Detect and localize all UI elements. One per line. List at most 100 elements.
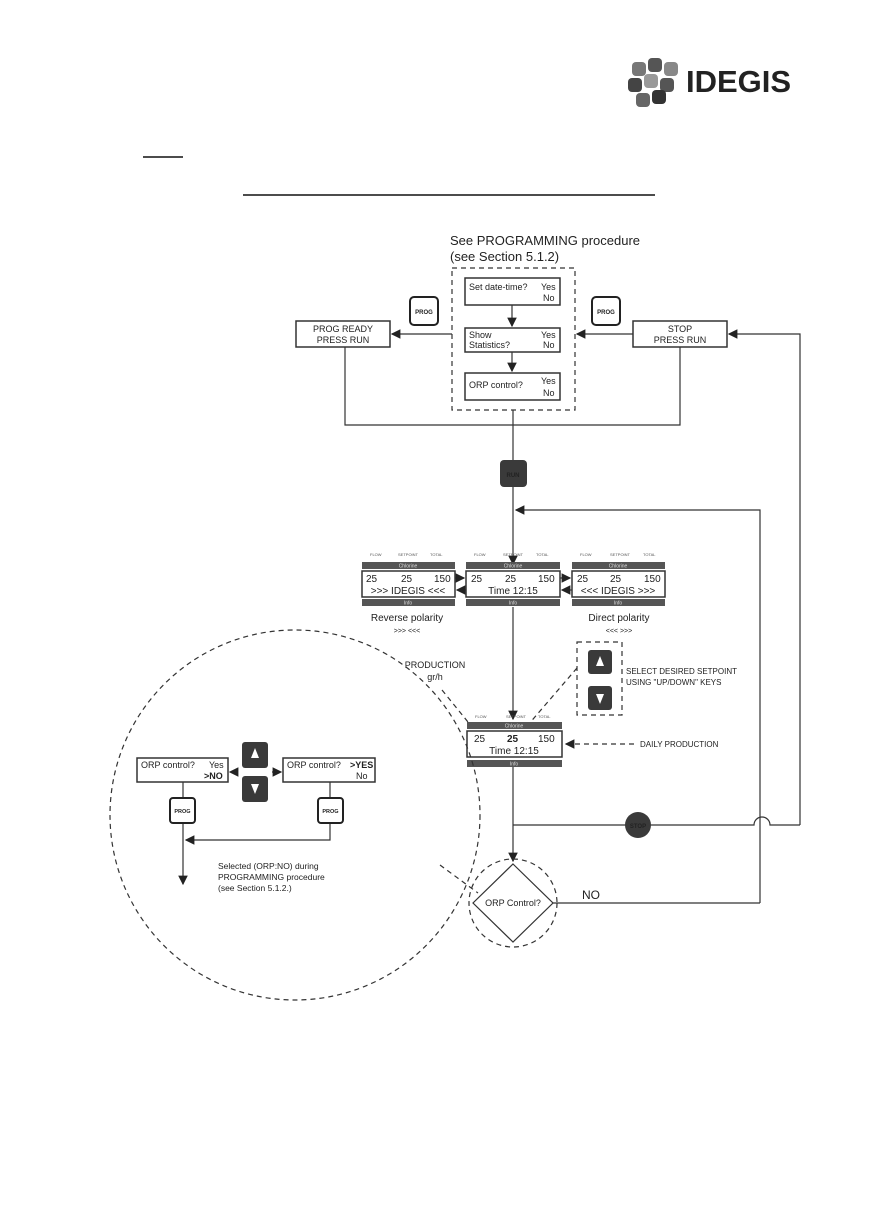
detail-prog-button[interactable]: PROG [317, 797, 344, 824]
label: ORP control? [287, 760, 341, 770]
label: ORP control? [141, 760, 195, 770]
shape [317, 797, 344, 824]
production-unit: gr/h [427, 672, 443, 682]
display-direct-polarity: FLOW SETPOINT TOTAL Chlorine 25 25 150 <… [571, 552, 666, 635]
run-button[interactable]: RUN [500, 460, 527, 487]
logo-text: IDEGIS [686, 64, 791, 99]
label: 25 [505, 574, 517, 585]
label: Chlorine [504, 564, 523, 570]
shape [572, 599, 665, 606]
detail-note-2: PROGRAMMING procedure [218, 872, 325, 882]
label: TOTAL [536, 552, 549, 557]
label: Info [404, 601, 413, 607]
shape [664, 62, 678, 76]
programming-title: See PROGRAMMING procedure [450, 233, 640, 248]
label: FLOW [475, 714, 487, 719]
shape [467, 760, 562, 767]
label: 150 [644, 574, 661, 585]
connector [527, 667, 578, 726]
shape [632, 320, 728, 348]
label: 25 [401, 574, 413, 585]
label: Yes [209, 760, 224, 770]
stop-button[interactable]: STOP [625, 812, 651, 838]
label: PROG [597, 310, 615, 316]
label: PROG [174, 809, 190, 815]
label: 25 [474, 734, 486, 745]
label: No [543, 388, 555, 398]
label: Show [469, 330, 492, 340]
detail-orp-no: ORP control? Yes >NO [136, 757, 229, 783]
down-button[interactable] [588, 686, 612, 710]
label: 25 [577, 574, 589, 585]
shape [644, 74, 658, 88]
shape [636, 93, 650, 107]
label: Time 12:15 [489, 746, 539, 757]
shape [282, 757, 376, 783]
label: Yes [541, 330, 556, 340]
shape [465, 570, 561, 598]
detail-note: Selected (ORP:NO) during [218, 861, 319, 871]
shape [652, 90, 666, 104]
label: <<< IDEGIS >>> [581, 586, 656, 597]
label: Set date-time? [469, 282, 528, 292]
label: Chlorine [609, 564, 628, 570]
shape [466, 730, 563, 758]
shape [136, 757, 229, 783]
label: RUN [507, 473, 520, 479]
shape [632, 62, 646, 76]
shape [466, 599, 560, 606]
connector [513, 816, 800, 826]
shape [500, 460, 527, 487]
display-reverse-polarity: FLOW SETPOINT TOTAL Chlorine 25 25 150 >… [361, 552, 456, 635]
label: 25 [366, 574, 378, 585]
label: SETPOINT [506, 714, 527, 719]
select-setpoint-text: SELECT DESIRED SETPOINT [626, 667, 737, 676]
programming-section: (see Section 5.1.2) [450, 249, 559, 264]
down-arrow-icon [596, 694, 604, 704]
label: Info [614, 601, 623, 607]
detail-note-3: (see Section 5.1.2.) [218, 883, 292, 893]
connector [439, 864, 479, 894]
label: Info [509, 601, 518, 607]
shape [361, 570, 456, 598]
detail-prog-button[interactable]: PROG [169, 797, 196, 824]
label: 150 [538, 734, 555, 745]
shape [464, 372, 561, 401]
display-setpoint: FLOW SETPOINT TOTAL Chlorine 25 25 150 T… [466, 714, 563, 768]
prog-button[interactable]: PROG [591, 296, 621, 326]
connector [727, 329, 801, 825]
label: PROG [322, 809, 338, 815]
idegis-logo: IDEGIS [628, 58, 791, 107]
detail-up-button[interactable] [242, 742, 268, 768]
production-label: PRODUCTION [405, 660, 466, 670]
stop-state: STOP PRESS RUN [632, 320, 728, 348]
label: 150 [538, 574, 555, 585]
label: TOTAL [643, 552, 656, 557]
label: PROG READY [313, 324, 373, 334]
shape [660, 78, 674, 92]
connector [472, 863, 554, 943]
shape [464, 277, 561, 306]
daily-production-label: DAILY PRODUCTION [640, 740, 719, 749]
prog-step-date-time: Set date-time? Yes No [464, 277, 561, 306]
up-button[interactable] [588, 650, 612, 674]
detail-orp-yes: ORP control? >YES No [282, 757, 376, 783]
select-setpoint-text-2: USING "UP/DOWN" KEYS [626, 678, 721, 687]
shape [362, 599, 455, 606]
prog-button[interactable]: PROG [409, 296, 439, 326]
label: FLOW [474, 552, 486, 557]
shape [591, 296, 621, 326]
label: Yes [541, 376, 556, 386]
shape [648, 58, 662, 72]
label: PROG [415, 310, 433, 316]
label: Info [510, 762, 519, 768]
shape [295, 320, 391, 348]
label: TOTAL [538, 714, 551, 719]
label: >NO [204, 771, 223, 781]
down-arrow-icon [251, 784, 259, 794]
up-arrow-icon [596, 656, 604, 666]
detail-down-button[interactable] [242, 776, 268, 802]
label: >>> <<< [394, 628, 420, 635]
orp-control-decision: ORP Control? [472, 863, 554, 943]
